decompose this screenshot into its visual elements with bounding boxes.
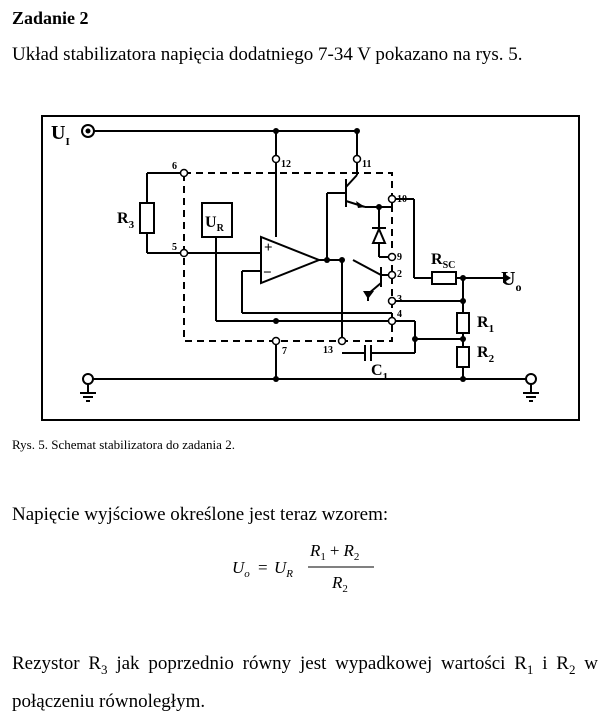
ground-terminal-right [525, 373, 537, 385]
formula-equals: = [258, 558, 268, 577]
zener-diode [371, 226, 387, 244]
formula-denominator: R2 [331, 573, 348, 595]
ur-label: UR [205, 214, 225, 234]
pin-label: 5 [172, 242, 177, 253]
pin-label: 6 [172, 161, 177, 172]
reference-source-ur [201, 202, 233, 238]
pin-label: 2 [397, 269, 402, 280]
pin-label: 13 [323, 345, 333, 356]
intro-text: Układ stabilizatora napięcia dodatniego … [12, 44, 523, 65]
resistor-r1 [456, 312, 470, 334]
r1-label: R1 [477, 314, 494, 335]
formula-lhs: Uo [232, 558, 250, 580]
pin-label: 7 [282, 346, 287, 357]
r2-label: R2 [477, 344, 495, 365]
circuit-figure: UI Uo R3 UR RSC R1 R2 C1 + − 2 3 4 5 6 7… [41, 115, 580, 421]
task-heading: Zadanie 2 [12, 8, 89, 28]
c1-label: C1 [371, 362, 388, 383]
opamp-minus-label: − [263, 265, 272, 281]
resistor-r3-paragraph: Rezystor R3 jak poprzednio równy jest wy… [12, 653, 598, 712]
output-arrow [503, 273, 511, 283]
formula-ur: UR [274, 558, 293, 580]
uo-label: Uo [501, 268, 521, 294]
transistor-q1-arrow [356, 201, 365, 208]
resistor-rsc [431, 271, 457, 285]
pin-label: 9 [397, 252, 402, 263]
figure-caption: Rys. 5. Schemat stabilizatora do zadania… [12, 437, 235, 452]
formula-numerator: R1+R2 [309, 541, 359, 563]
formula-intro-text: Napięcie wyjściowe określone jest teraz … [12, 504, 389, 525]
resistor-r2 [456, 346, 470, 368]
ui-label: UI [51, 122, 70, 148]
pin-label: 10 [397, 194, 407, 205]
opamp-plus-label: + [264, 240, 273, 256]
ground-terminal-left [82, 373, 94, 385]
pin-label: 12 [281, 159, 291, 170]
output-voltage-formula: Uo = UR R1+R2 R2 [232, 541, 374, 595]
op-amp [260, 235, 322, 285]
circuit-schematic: UI Uo R3 UR RSC R1 R2 C1 + − 2 3 4 5 6 7… [51, 122, 539, 402]
pin-label: 4 [397, 309, 402, 320]
r3-label: R3 [117, 210, 135, 231]
rsc-label: RSC [431, 251, 455, 271]
pin-label: 3 [397, 294, 402, 305]
transistor-q2-arrow [363, 291, 374, 299]
pin-label: 11 [362, 159, 371, 170]
resistor-r3 [139, 202, 155, 234]
